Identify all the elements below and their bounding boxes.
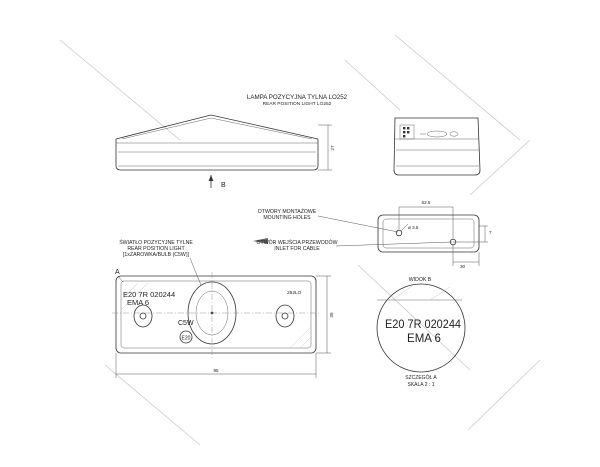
detail-marking-line2: EMA 6 [407,333,441,345]
lens-side-mark: 252LO [287,290,302,296]
dim-top-hole-diameter: ø 3.5 [408,225,419,230]
dim-side-height: 27 [330,145,335,151]
end-view [393,117,481,176]
side-view: 27 [115,114,335,171]
detail-label: SZCZEGÓŁ A [405,374,437,381]
callout-function: ŚWIATŁO POZYCYJNE TYLNE REAR POSITION LI… [119,238,202,286]
callout-function-en: REAR POSITION LIGHT [127,246,185,252]
section-marker-a: A [115,269,124,283]
detail-a: E20 7R 020244 EMA 6 SZCZEGÓŁ A SKALA 2 :… [376,283,466,388]
view-arrow-b: B [208,175,226,189]
lens-marking-line2: EMA 6 [127,298,149,307]
callout-mounting-holes-en: MOUNTING HOLES [263,215,311,221]
title-en: REAR POSITION LIGHT LO252 [263,101,332,107]
callout-wire-inlet-en: INLET FOR CABLE [274,246,320,252]
detail-marking-line1: E20 7R 020244 [385,319,462,331]
detail-scale: SKALA 2 : 1 [408,382,435,388]
drawing-title: LAMPA POZYCYJNA TYLNA LO252 REAR POSITIO… [247,94,348,107]
lens-marking-cert: E20 [182,336,191,342]
title-pl: LAMPA POZYCYJNA TYLNA LO252 [247,94,348,101]
lens-marking-bulb: C5W [178,320,194,327]
dim-front-height: 35 [329,312,334,318]
callout-mounting-holes: OTWORY MONTAŻOWE MOUNTING HOLES [258,208,399,233]
view-b-label: WIDOK B [409,277,432,283]
frame-diagonals [59,34,541,446]
dim-top-offset-bottom: 30 [460,264,466,269]
section-marker-a-label: A [115,269,120,276]
view-arrow-b-label: B [221,182,226,189]
callout-mounting-holes-pl: OTWORY MONTAŻOWE [258,208,317,215]
callout-wire-inlet-pl: OTWÓR WEJŚCIA PRZEWODÓW [257,238,338,246]
dim-front-width: 95 [213,368,219,373]
front-view-lens: E20 7R 020244 EMA 6 C5W E20 252LO 35 95 [112,272,334,378]
dim-top-offset-right: 7 [489,230,492,235]
callout-bulb: [1xZAROWKA/BULB (C5W)] [123,252,190,258]
top-view-b: 62.5 ø 3.5 7 30 WIDOK B [377,200,492,283]
callout-wire-inlet: OTWÓR WEJŚCIA PRZEWODÓW INLET FOR CABLE [253,238,453,252]
lens-marking-line1: E20 7R 020244 [123,290,175,299]
callout-function-pl: ŚWIATŁO POZYCYJNE TYLNE [119,238,193,246]
dim-top-width: 62.5 [422,200,431,205]
